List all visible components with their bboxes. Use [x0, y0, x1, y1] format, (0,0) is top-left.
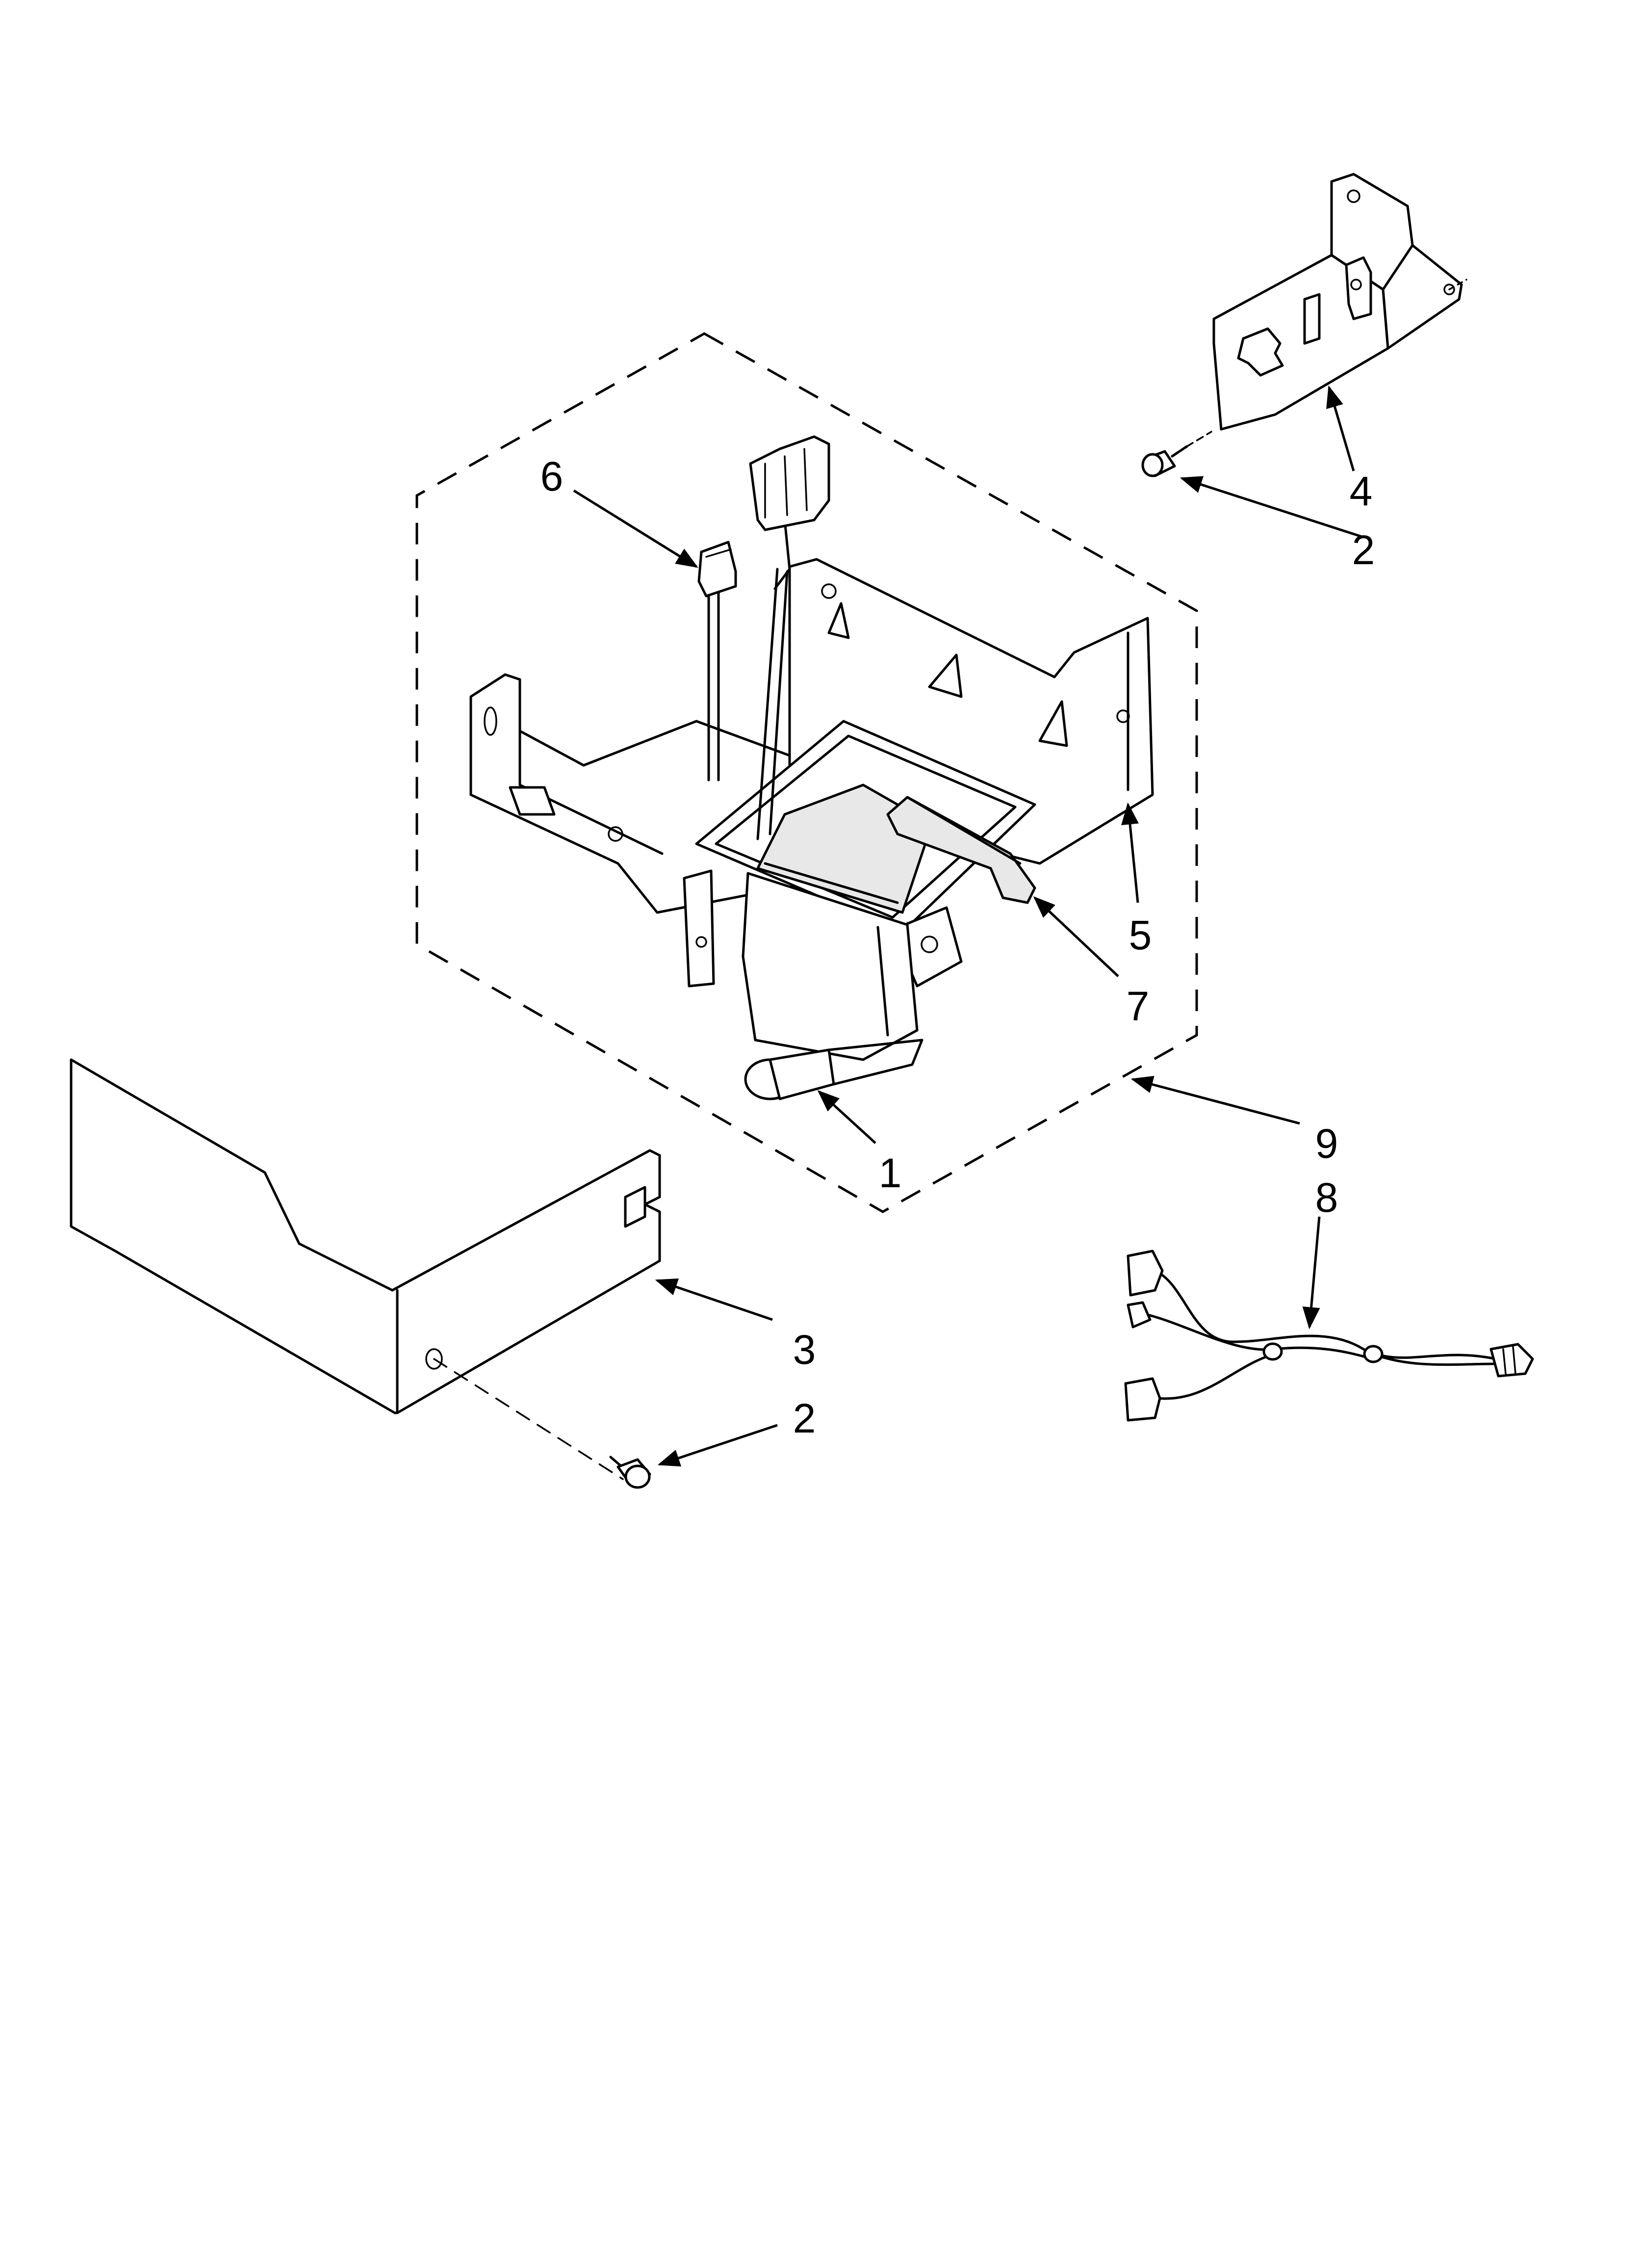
- callout-1: 1: [879, 1150, 902, 1196]
- assembly-boundary: [415, 332, 1198, 1213]
- screw-bottom: [609, 1456, 651, 1489]
- leader-2-bottom: [657, 1424, 778, 1467]
- callout-2-bottom: 2: [793, 1395, 816, 1441]
- leader-lines: [573, 385, 1364, 1467]
- leader-4: [1326, 385, 1355, 471]
- callout-2-top: 2: [1352, 527, 1375, 573]
- callout-7: 7: [1127, 983, 1150, 1029]
- leader-1: [817, 1090, 876, 1144]
- callout-3: 3: [793, 1327, 816, 1373]
- callout-6: 6: [540, 453, 564, 499]
- leader-6: [573, 489, 698, 568]
- callout-4: 4: [1350, 468, 1373, 514]
- leader-5: [1121, 802, 1139, 903]
- leader-8: [1302, 1216, 1321, 1330]
- cover-panel: [70, 1058, 661, 1480]
- leader-7: [1033, 896, 1119, 977]
- screw-top: [1141, 431, 1212, 477]
- callout-9: 9: [1315, 1121, 1338, 1167]
- strap: [886, 796, 1036, 904]
- wire-harness-connectors: [697, 435, 830, 840]
- mounting-bracket: [1212, 173, 1467, 431]
- wire-harness: [1124, 1250, 1534, 1422]
- callout-5: 5: [1129, 912, 1152, 958]
- leader-3: [655, 1278, 773, 1321]
- callout-8: 8: [1315, 1174, 1338, 1221]
- leader-9: [1130, 1075, 1300, 1125]
- callout-labels: 6 4 2 5 7 1 9 8 3 2: [540, 453, 1375, 1441]
- leader-2-top: [1180, 476, 1364, 539]
